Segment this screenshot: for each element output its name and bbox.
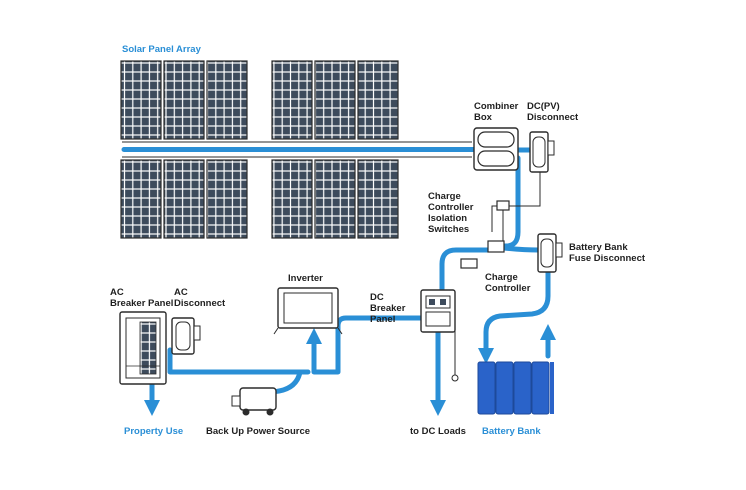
battery-fuse-disconnect-label: Battery Bank Fuse Disconnect [569,242,645,264]
property-use-label: Property Use [124,426,184,437]
solar-panel [271,60,313,140]
battery-fuse-disconnect [537,233,563,273]
flow-fuse-to-battery-bank [477,267,551,365]
back-up-power-source-label: Back Up Power Source [206,426,311,437]
ac-breaker-panel-label-line: Breaker Panel [110,298,174,309]
isolation-switches-label: Charge Controller Isolation Switches [428,191,473,235]
isolation-switches [460,200,510,269]
dc-pv-disconnect [491,131,555,232]
ac-disconnect-label: AC Disconnect [174,287,225,309]
combiner-box-label: Combiner Box [474,101,518,123]
isolation-switches-label-line: Switches [428,224,470,235]
backup-generator [231,387,277,416]
dc-breaker-panel-label-line: Breaker [370,303,406,314]
battery-cell [513,361,532,415]
flow-charge-controller-to-dc-breaker [439,247,495,301]
charge-controller-label-line: Controller [485,283,531,294]
solar-panel [314,60,356,140]
solar-panel [357,60,399,140]
solar-panel [206,159,248,239]
ac-breaker-panel [119,311,167,385]
to-dc-loads-label: to DC Loads [410,426,466,437]
charge-controller-label: Charge Controller [485,272,530,294]
isolation-switches-label-line: Controller [428,202,474,213]
battery-cell [495,361,514,415]
panel-row-bottom [120,159,399,239]
solar-panel [120,60,162,140]
solar-panel-array [120,60,472,239]
dc-breaker-panel-label-line: Panel [370,314,396,325]
battery-fuse-disconnect-label-line: Fuse Disconnect [569,253,646,264]
battery-fuse-disconnect-label-line: Battery Bank [569,242,628,253]
solar-panel-array-label: Solar Panel Array [122,44,201,55]
battery-bank [477,361,554,415]
dc-pv-disconnect-label-line: Disconnect [527,112,579,123]
flow-charge-controller-to-battery-fuse [501,245,541,253]
dc-pv-disconnect-label: DC(PV) Disconnect [527,101,578,123]
dc-breaker-panel-label-line: DC [370,292,384,303]
inverter [273,287,343,335]
dc-pv-disconnect-label-line: DC(PV) [527,101,560,112]
flow-inverter-to-ac [167,347,311,375]
battery-cell [477,361,496,415]
isolation-switches-label-line: Isolation [428,213,468,224]
solar-panel [271,159,313,239]
combiner-box-label-line: Box [474,112,492,123]
ac-disconnect-label-line: AC [174,287,188,298]
energy-flow-lines [121,147,557,417]
solar-panel [120,159,162,239]
solar-panel [314,159,356,239]
ac-breaker-panel-label-line: AC [110,287,124,298]
solar-panel [163,60,205,140]
combiner-box-label-line: Combiner [474,101,519,112]
dc-breaker-panel [420,289,459,382]
charge-controller-label-line: Charge [485,272,518,283]
ac-breaker-panel-label: AC Breaker Panel [110,287,173,309]
solar-panel [206,60,248,140]
battery-cell [531,361,550,415]
ac-disconnect-label-line: Disconnect [174,298,226,309]
dc-breaker-panel-label: DC Breaker Panel [370,292,405,325]
ac-disconnect [171,317,201,355]
flow-dc-to-inverter [305,315,425,375]
combiner-box [473,127,519,171]
inverter-label: Inverter [288,273,323,284]
battery-cell [550,362,554,414]
solar-panel [357,159,399,239]
solar-panel [163,159,205,239]
battery-bank-label: Battery Bank [482,426,541,437]
panel-row-top [120,60,399,140]
isolation-switches-label-line: Charge [428,191,461,202]
